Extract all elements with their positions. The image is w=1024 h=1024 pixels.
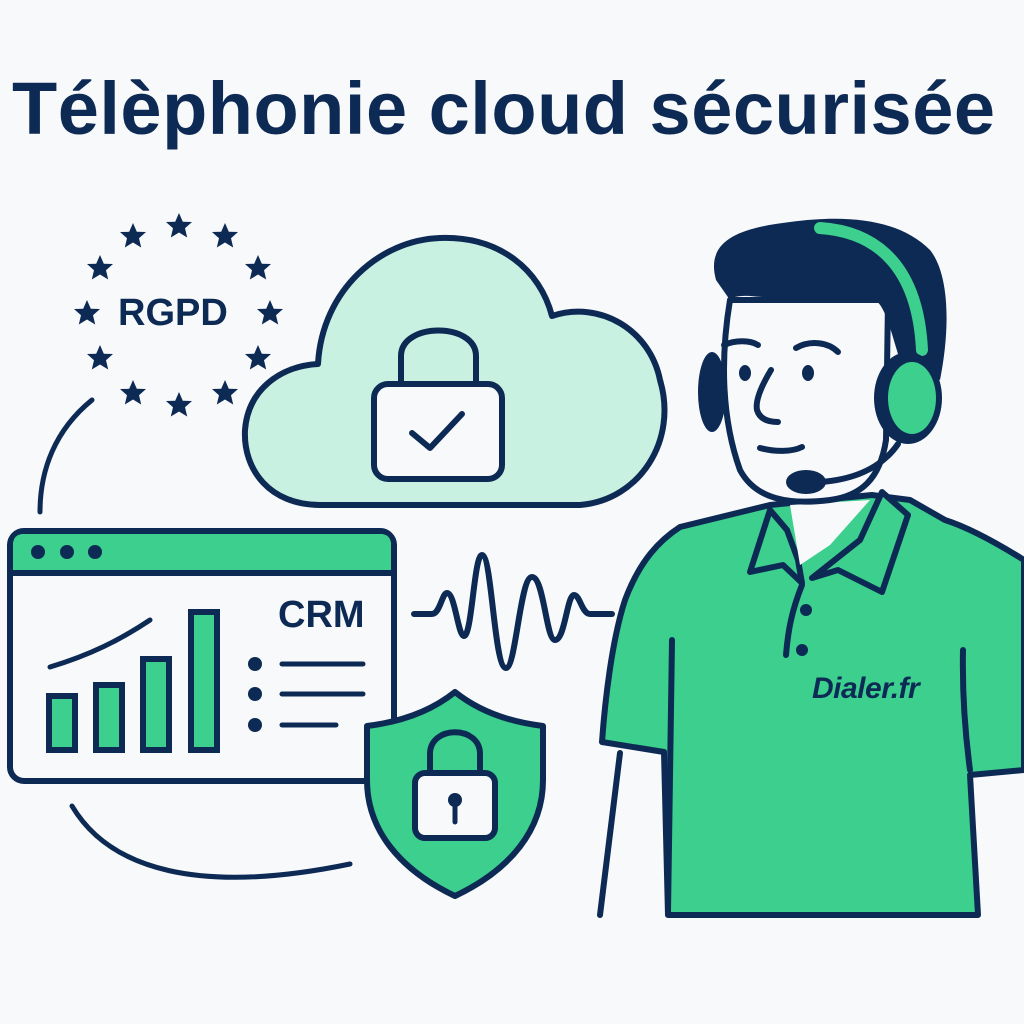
- window-dots-icon: [31, 545, 102, 559]
- crm-label: CRM: [278, 594, 365, 636]
- page-title: Télèphonie cloud sécurisée: [12, 67, 996, 150]
- rgpd-badge-label: RGPD: [118, 292, 228, 334]
- padlock-keyhole-icon: [412, 729, 498, 841]
- bar-chart-icon: [46, 609, 220, 753]
- shirt-brand-logo: Dialer.fr: [812, 672, 920, 705]
- headset-icon: [814, 222, 928, 356]
- list-lines-icon: [248, 657, 366, 732]
- padlock-check-icon: [371, 327, 505, 482]
- polo-shirt: [597, 489, 1024, 918]
